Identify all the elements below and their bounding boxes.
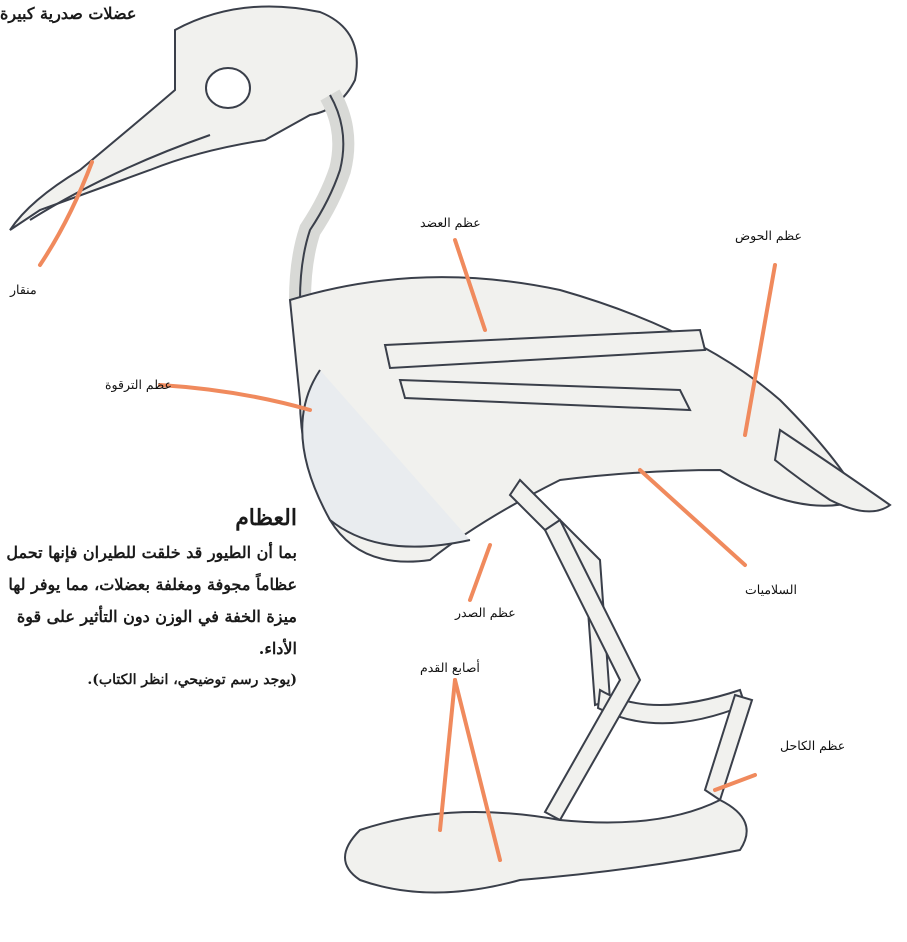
leader-toes-1 <box>440 680 455 830</box>
label-humerus: عظم العضد <box>420 215 481 230</box>
label-toes: أصابع القدم <box>420 660 480 675</box>
label-phalanges: السلاميات <box>745 582 797 597</box>
section-paragraph: بما أن الطيور قد خلقت للطيران فإنها تحمل… <box>0 537 297 665</box>
pectoral-muscles-label: عضلات صدرية كبيرة <box>0 4 136 23</box>
bones-text-block: العظام بما أن الطيور قد خلقت للطيران فإن… <box>0 505 297 695</box>
neck-vertebrae <box>300 95 343 300</box>
section-heading: العظام <box>0 505 297 531</box>
leader-clavicle <box>160 385 310 410</box>
leader-phalanges <box>640 470 745 565</box>
section-note: (يوجد رسم توضيحي، انظر الكتاب). <box>0 665 297 695</box>
label-pelvis: عظم الحوض <box>735 228 802 243</box>
label-tarsus: عظم الكاحل <box>780 738 845 753</box>
skull <box>10 6 357 230</box>
leader-beak <box>40 162 92 265</box>
feet <box>345 800 747 893</box>
label-beak: منقار <box>10 282 37 297</box>
leader-sternum <box>470 545 490 600</box>
label-sternum: عظم الصدر <box>455 605 516 620</box>
label-clavicle: عظم الترقوة <box>105 377 172 392</box>
